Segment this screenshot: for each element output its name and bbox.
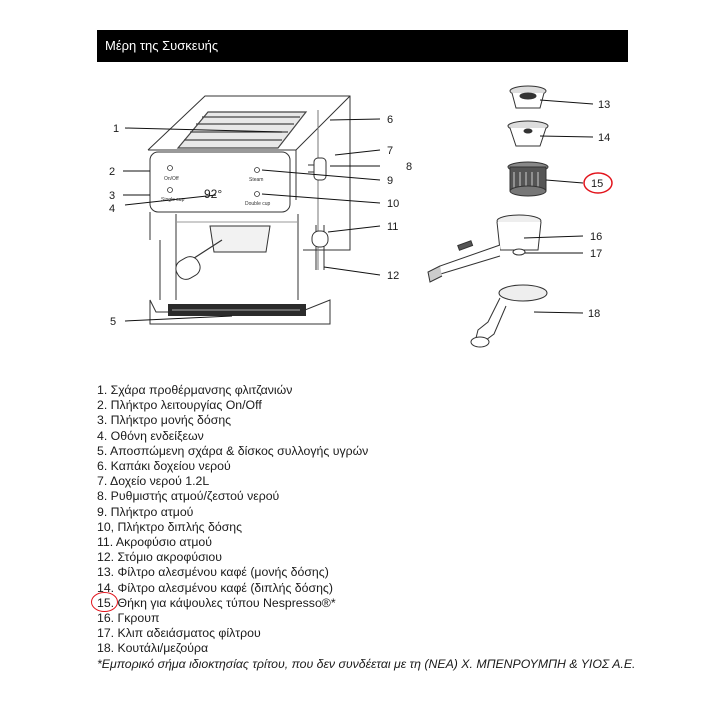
- single-dose-icon: [167, 187, 173, 193]
- callout-9: 9: [387, 175, 393, 187]
- callout-5: 5: [110, 316, 116, 328]
- legend-item-9: 9. Πλήκτρο ατμού: [97, 504, 194, 519]
- capsule-holder: [507, 161, 549, 197]
- section-title: Μέρη της Συσκευής: [105, 38, 219, 53]
- measuring-spoon: [470, 284, 548, 348]
- legend-item-4: 4. Οθόνη ενδείξεων: [97, 428, 204, 443]
- callout-11: 11: [387, 221, 398, 233]
- portafilter: [427, 214, 542, 283]
- callout-7: 7: [387, 145, 393, 157]
- trademark-footnote: *Εμπορικό σήμα ιδιοκτησίας τρίτου, που δ…: [97, 656, 636, 671]
- callout-14: 14: [598, 132, 610, 144]
- callout-4: 4: [109, 203, 115, 215]
- callout-15-highlight: [583, 172, 613, 194]
- leader-lines: [123, 99, 594, 322]
- legend-item-3: 3. Πλήκτρο μονής δόσης: [97, 413, 232, 428]
- svg-text:On/Off: On/Off: [164, 176, 179, 182]
- callout-12: 12: [387, 270, 399, 282]
- callout-16: 16: [590, 231, 602, 243]
- espresso-machine-illustration: [147, 95, 351, 325]
- cup-warmer-grille: [176, 111, 308, 149]
- filter-single-dose: [509, 85, 547, 109]
- callout-numbers: 1 2 3 4 5 6 7 8 9 10 11 12 13 14 15 16 1…: [109, 99, 610, 328]
- legend-item-2: 2. Πλήκτρο λειτουργίας On/Off: [97, 398, 262, 413]
- svg-text:Double cup: Double cup: [245, 201, 271, 207]
- legend-item-6: 6. Καπάκι δοχείου νερού: [97, 459, 231, 474]
- power-icon: [167, 165, 173, 171]
- legend-item-14: 14. Φίλτρο αλεσμένου καφέ (διπλής δόσης): [97, 580, 333, 595]
- filter-double-dose: [507, 120, 549, 147]
- legend-item-10: 10, Πλήκτρο διπλής δόσης: [97, 519, 243, 534]
- legend-item-8: 8. Ρυθμιστής ατμού/ζεστού νερού: [97, 489, 280, 504]
- callout-10: 10: [387, 198, 399, 210]
- parts-legend: 1. Σχάρα προθέρμανσης φλιτζανιών 2. Πλήκ…: [97, 383, 637, 672]
- svg-text:Steam: Steam: [249, 177, 263, 183]
- legend-item-1: 1. Σχάρα προθέρμανσης φλιτζανιών: [97, 383, 293, 397]
- double-dose-icon: [254, 191, 260, 197]
- callout-15: 15: [591, 178, 603, 190]
- legend-item-11: 11. Ακροφύσιο ατμού: [97, 535, 212, 550]
- legend-item-13: 13. Φίλτρο αλεσμένου καφέ (μονής δόσης): [97, 565, 329, 580]
- steam-icon: [254, 167, 260, 173]
- callout-3: 3: [109, 190, 115, 202]
- legend-item-17: 17. Κλιπ αδειάσματος φίλτρου: [97, 626, 261, 641]
- legend-item-16: 16. Γκρουπ: [97, 611, 160, 626]
- callout-17: 17: [590, 248, 602, 260]
- callout-13: 13: [598, 99, 610, 111]
- legend-15-highlight: [91, 592, 118, 612]
- callout-18: 18: [588, 308, 600, 320]
- legend-item-12: 12. Στόμιο ακροφύσιου: [97, 550, 222, 565]
- control-panel: On/Off Single cup Steam Double cup 92°: [161, 165, 271, 207]
- appliance-parts-diagram: On/Off Single cup Steam Double cup 92°: [109, 85, 613, 348]
- callout-6: 6: [387, 114, 393, 126]
- display-reading: 92°: [204, 187, 222, 201]
- section-header: Μέρη της Συσκευής: [97, 30, 628, 62]
- callout-2: 2: [109, 166, 115, 178]
- legend-item-5: 5. Αποσπώμενη σχάρα & δίσκος συλλογής υγ…: [97, 443, 369, 458]
- legend-item-18: 18. Κουτάλι/μεζούρα: [97, 641, 209, 656]
- legend-item-15: 15. Θήκη για κάψουλες τύπου Nespresso®*: [97, 595, 336, 610]
- legend-item-7: 7. Δοχείο νερού 1.2L: [97, 474, 210, 489]
- callout-8: 8: [406, 161, 412, 173]
- callout-1: 1: [113, 123, 119, 135]
